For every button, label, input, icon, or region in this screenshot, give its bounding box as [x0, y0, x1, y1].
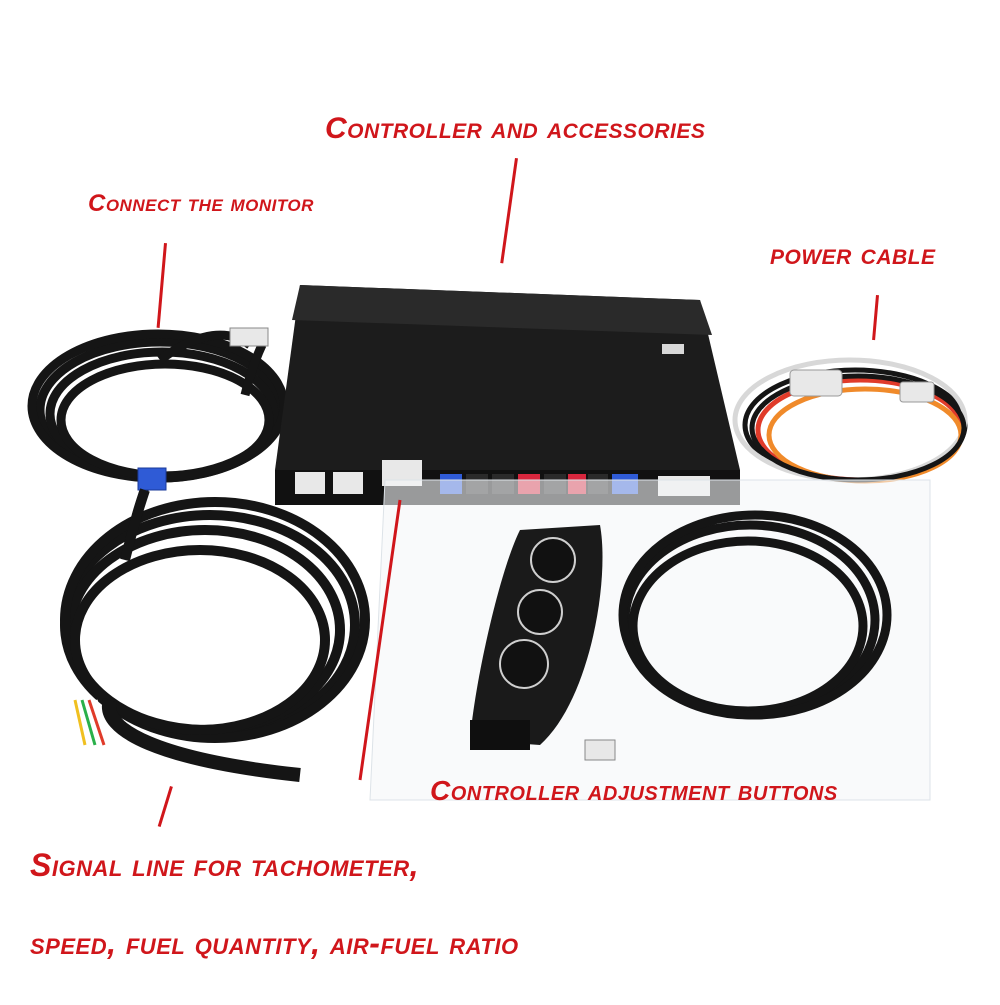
signal-wire-ends-icon	[73, 699, 114, 746]
remote-cable-icon	[618, 510, 892, 720]
label-signal-line1: Signal line for tachometer,	[30, 847, 419, 883]
label-power: power cable	[770, 238, 936, 271]
label-signal-line2: speed, fuel quantity, air-fuel ratio	[30, 925, 519, 961]
label-controller: Controller and accessories	[325, 112, 706, 145]
bag-seal-icon	[358, 499, 402, 781]
button-remote-icon	[470, 525, 603, 750]
monitor-connector-icon	[229, 327, 269, 347]
power-cable-icon	[732, 357, 968, 484]
power-fuse-icon	[899, 381, 935, 403]
label-buttons: Controller adjustment buttons	[430, 775, 838, 806]
controller-box-icon	[275, 285, 740, 505]
power-connector-icon	[789, 369, 843, 397]
monitor-cable-icon	[27, 329, 289, 522]
monitor-connector-blue-icon	[137, 467, 167, 491]
label-monitor: Connect the monitor	[88, 190, 314, 217]
remote-connector-icon	[584, 739, 616, 761]
signal-cable-icon	[60, 488, 370, 782]
plastic-bag-icon	[369, 479, 931, 801]
